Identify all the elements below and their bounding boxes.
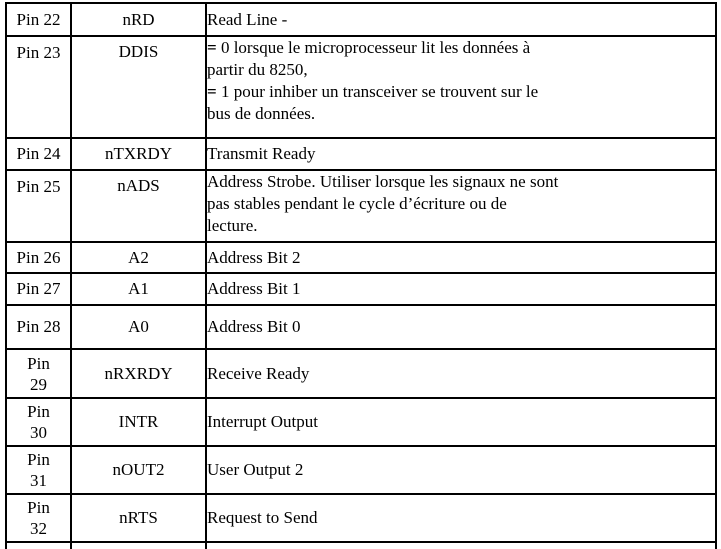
pin-number-cell: Pin 29 <box>5 348 72 399</box>
description-line: Address Bit 0 <box>207 317 301 336</box>
signal-name-cell: DDIS <box>70 35 207 139</box>
pin-number-cell <box>5 541 72 549</box>
description-cell: Receive Ready <box>205 348 717 399</box>
signal-name-cell: nRD <box>70 2 207 37</box>
pin-number-cell: Pin 30 <box>5 397 72 447</box>
description-cell: Address Strobe. Utiliser lorsque les sig… <box>205 169 717 243</box>
equals-sign: = <box>207 82 217 101</box>
table-row: Pin 27 A1 Address Bit 1 <box>5 272 717 306</box>
table-row: Pin 30 INTR Interrupt Output <box>5 397 717 447</box>
description-cell: Address Bit 1 <box>205 272 717 306</box>
description-line: partir du 8250, <box>207 60 308 79</box>
pin-number-line: 29 <box>30 374 47 394</box>
table-row: Pin 31 nOUT2 User Output 2 <box>5 445 717 495</box>
pin-number-cell: Pin 32 <box>5 493 72 543</box>
table-row: Pin 24 nTXRDY Transmit Ready <box>5 137 717 171</box>
pin-number-cell: Pin 26 <box>5 241 72 274</box>
description-line: Request to Send <box>207 508 318 527</box>
pin-number-cell: Pin 22 <box>5 2 72 37</box>
description-line: Transmit Ready <box>207 144 316 163</box>
signal-name-cell: nADS <box>70 169 207 243</box>
signal-name-cell: nRTS <box>70 493 207 543</box>
description-line: Interrupt Output <box>207 412 318 431</box>
page-canvas: Pin 22 nRD Read Line - Pin 23 DDIS = 0 l… <box>5 2 717 549</box>
signal-name-cell: nRXRDY <box>70 348 207 399</box>
equals-sign: = <box>207 38 217 57</box>
pin-number-line: Pin <box>27 498 50 517</box>
description-line: lecture. <box>207 216 258 235</box>
pin-number-cell: Pin 28 <box>5 304 72 350</box>
signal-name-cell: A1 <box>70 272 207 306</box>
pin-number-cell: Pin 24 <box>5 137 72 171</box>
table-row: Pin 26 A2 Address Bit 2 <box>5 241 717 274</box>
description-line: Read Line - <box>207 9 288 29</box>
description-cell: Address Bit 0 <box>205 304 717 350</box>
table-row: Pin 28 A0 Address Bit 0 <box>5 304 717 350</box>
table-body: Pin 22 nRD Read Line - Pin 23 DDIS = 0 l… <box>5 2 717 549</box>
description-line: Address Bit 1 <box>207 279 301 298</box>
description-line: bus de données. <box>207 104 316 123</box>
description-cell: Interrupt Output <box>205 397 717 447</box>
description-cell: = 0 lorsque le microprocesseur lit les d… <box>205 35 717 139</box>
description-cell: Read Line - <box>205 2 717 37</box>
signal-name-cell: INTR <box>70 397 207 447</box>
table-row: Pin 25 nADS Address Strobe. Utiliser lor… <box>5 169 717 243</box>
description-line: = 1 pour inhiber un transceiver se trouv… <box>207 82 539 101</box>
pin-number-cell: Pin 23 <box>5 35 72 139</box>
table-row-clipped <box>5 541 717 549</box>
pin-number-cell: Pin 25 <box>5 169 72 243</box>
signal-name-cell: nOUT2 <box>70 445 207 495</box>
pin-number-line: Pin <box>27 353 50 373</box>
signal-name-cell <box>70 541 207 549</box>
description-cell: Address Bit 2 <box>205 241 717 274</box>
pin-number-cell: Pin 27 <box>5 272 72 306</box>
description-line: pas stables pendant le cycle d’écriture … <box>207 194 507 213</box>
table-row: Pin 23 DDIS = 0 lorsque le microprocesse… <box>5 35 717 139</box>
pin-number-line: 30 <box>30 423 47 442</box>
signal-name-cell: A2 <box>70 241 207 274</box>
description-cell: Request to Send <box>205 493 717 543</box>
description-line: Address Strobe. Utiliser lorsque les sig… <box>207 172 559 191</box>
pin-description-table: Pin 22 nRD Read Line - Pin 23 DDIS = 0 l… <box>5 2 717 549</box>
table-row: Pin 32 nRTS Request to Send <box>5 493 717 543</box>
description-cell: User Output 2 <box>205 445 717 495</box>
description-cell <box>205 541 717 549</box>
description-line: Receive Ready <box>207 363 310 383</box>
pin-number-line: Pin <box>27 402 50 421</box>
description-line: = 0 lorsque le microprocesseur lit les d… <box>207 38 531 57</box>
pin-number-line: Pin <box>27 450 50 469</box>
table-row: Pin 29 nRXRDY Receive Ready <box>5 348 717 399</box>
description-cell: Transmit Ready <box>205 137 717 171</box>
description-line: User Output 2 <box>207 460 304 479</box>
pin-number-cell: Pin 31 <box>5 445 72 495</box>
signal-name-cell: A0 <box>70 304 207 350</box>
pin-number-line: 31 <box>30 471 47 490</box>
signal-name-cell: nTXRDY <box>70 137 207 171</box>
pin-number-line: 32 <box>30 519 47 538</box>
description-line: Address Bit 2 <box>207 247 301 267</box>
table-row: Pin 22 nRD Read Line - <box>5 2 717 37</box>
